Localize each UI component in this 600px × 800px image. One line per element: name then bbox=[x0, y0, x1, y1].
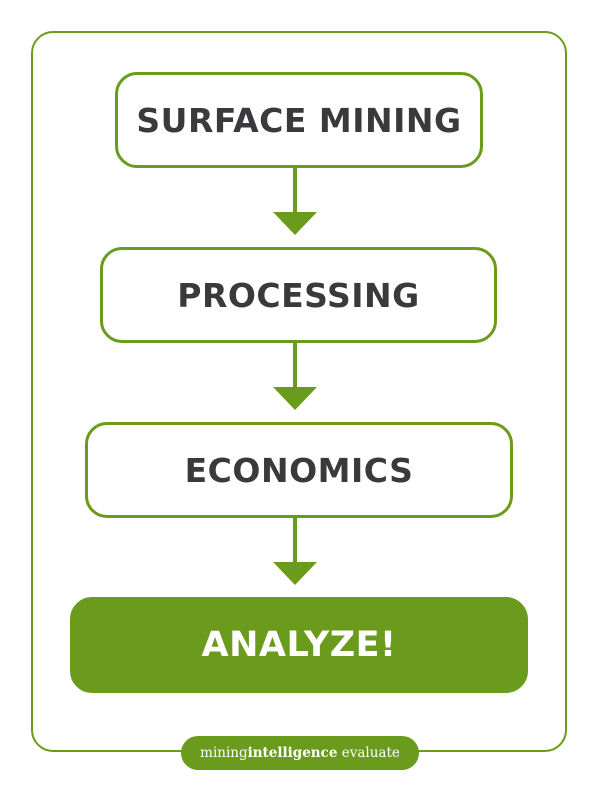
step-label: PROCESSING bbox=[177, 275, 420, 315]
down-arrow-icon bbox=[273, 518, 317, 585]
brand-part-evaluate: evaluate bbox=[337, 745, 400, 761]
step-label: SURFACE MINING bbox=[136, 100, 462, 140]
step-processing: PROCESSING bbox=[100, 247, 497, 343]
brand-part-intelligence: intelligence bbox=[247, 745, 338, 761]
step-surface-mining: SURFACE MINING bbox=[115, 72, 483, 168]
down-arrow-icon bbox=[273, 168, 317, 235]
brand-part-mining: mining bbox=[200, 745, 248, 761]
step-economics: ECONOMICS bbox=[85, 422, 513, 518]
final-label: ANALYZE! bbox=[201, 625, 397, 665]
step-label: ECONOMICS bbox=[184, 450, 414, 490]
step-analyze: ANALYZE! bbox=[70, 597, 528, 693]
down-arrow-icon bbox=[273, 343, 317, 410]
